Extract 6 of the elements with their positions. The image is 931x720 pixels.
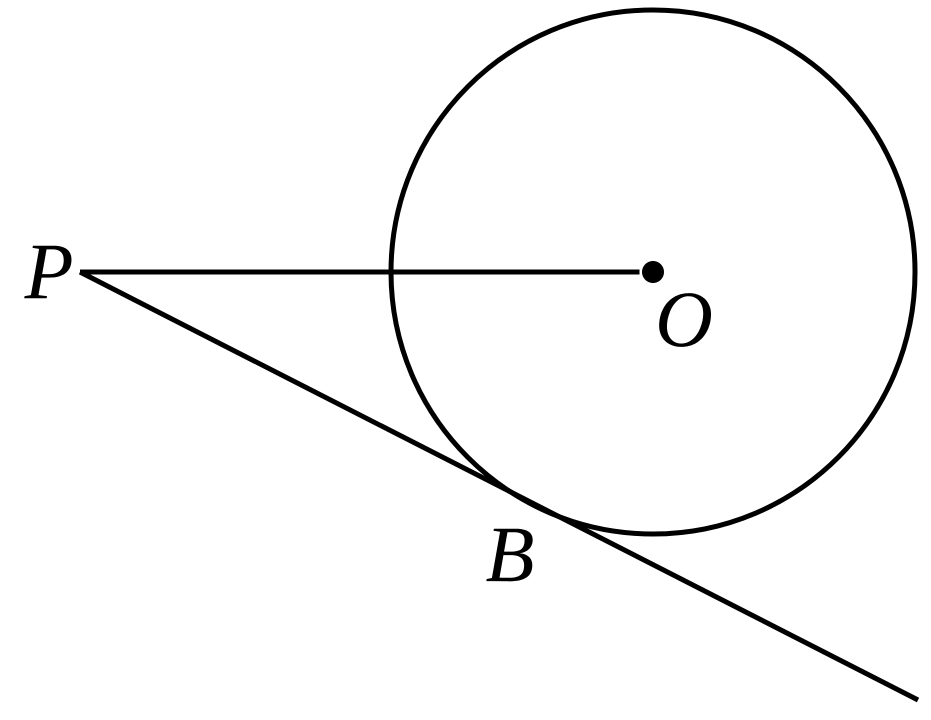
line: [78, 270, 920, 702]
point-label: P: [24, 246, 72, 298]
line: [80, 270, 640, 274]
point-label: B: [486, 528, 533, 582]
point-dot: [642, 261, 664, 283]
point-label: O: [659, 293, 712, 347]
